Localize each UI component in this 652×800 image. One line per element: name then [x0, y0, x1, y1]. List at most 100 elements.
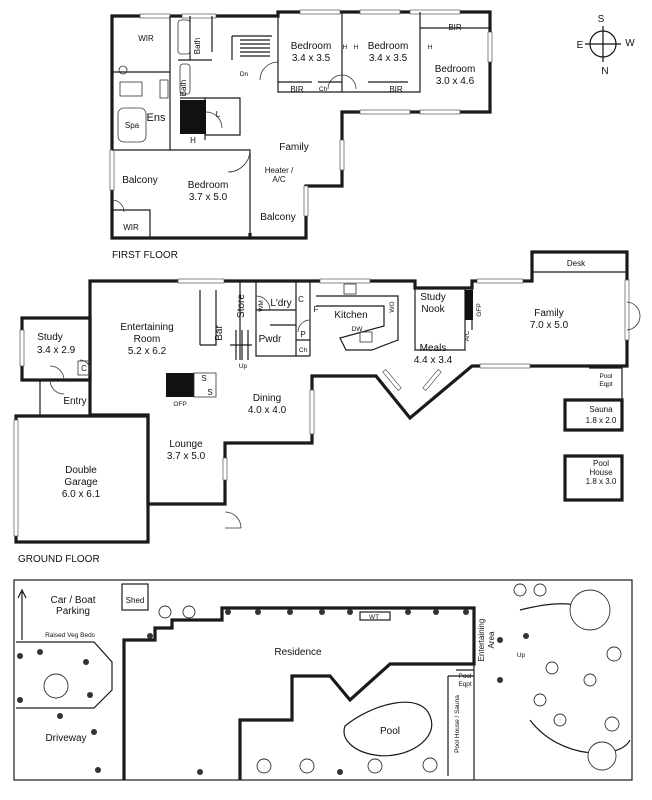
stair-label: Dn	[240, 71, 249, 78]
compass-west: W	[625, 38, 635, 49]
room-label: Lounge	[169, 439, 203, 450]
room-label: Nook	[421, 304, 445, 315]
room-label: L	[216, 110, 221, 119]
room-label: Heater /	[265, 166, 294, 175]
room-label: Bedroom	[188, 180, 229, 191]
room-label: H	[354, 44, 359, 51]
room-size: 5.2 x 6.2	[128, 346, 167, 357]
room-label: Ch	[319, 86, 328, 93]
stair-label: Up	[239, 363, 248, 370]
site-label: Pool	[458, 673, 472, 680]
room-size: 3.0 x 4.6	[436, 76, 475, 87]
room-label: Entertaining	[120, 322, 173, 333]
site-label: Residence	[274, 647, 322, 658]
room-label: Pwdr	[259, 334, 282, 345]
room-label: Pool	[599, 373, 613, 380]
room-label: Entry	[63, 396, 86, 407]
compass: S E W N	[577, 14, 636, 77]
room-label: S	[201, 374, 206, 383]
site-label: Raised Veg Beds	[45, 632, 96, 639]
room-label: C	[298, 295, 304, 304]
room-label: WM	[258, 300, 265, 312]
room-label: House	[589, 468, 613, 477]
room-label: DW	[352, 326, 364, 333]
ground-floor: Study 3.4 x 2.9 C Entry Entertaining Roo…	[13, 250, 641, 565]
room-label: BIR	[389, 85, 403, 94]
room-label: H	[428, 44, 433, 51]
room-label: A/C	[272, 175, 286, 184]
room-label: WO	[389, 301, 396, 312]
room-label: S	[207, 388, 212, 397]
room-label: BIR	[448, 23, 462, 32]
site-label: Parking	[56, 606, 90, 617]
room-label: L'dry	[270, 298, 291, 309]
room-label: C	[81, 364, 87, 373]
compass-east: E	[577, 40, 584, 51]
room-label: F	[314, 305, 319, 314]
room-size: 7.0 x 5.0	[530, 320, 569, 331]
room-label: Balcony	[260, 212, 296, 223]
room-label: S	[466, 289, 471, 298]
room-label: A/C	[464, 330, 471, 341]
room-label: Family	[279, 142, 308, 153]
site-label: Up	[517, 652, 526, 659]
floor-title: GROUND FLOOR	[18, 554, 100, 565]
room-label: Room	[134, 334, 161, 345]
room-label: Double	[65, 465, 97, 476]
site-label: Entertaining	[477, 619, 486, 662]
room-size: 3.4 x 2.9	[37, 345, 76, 356]
site-plan: Car / Boat Parking Shed Raised Veg Beds …	[13, 579, 633, 781]
room-label: Balcony	[122, 175, 158, 186]
room-label: Bar	[214, 325, 225, 341]
room-label: GFP	[476, 303, 483, 316]
floor-title: FIRST FLOOR	[112, 250, 178, 261]
room-label: P	[300, 330, 305, 339]
room-size: 1.8 x 2.0	[586, 416, 617, 425]
compass-south: S	[598, 14, 605, 25]
room-label: Sauna	[589, 405, 613, 414]
room-label: Family	[534, 308, 563, 319]
room-size: 3.4 x 3.5	[292, 53, 331, 64]
room-size: 6.0 x 6.1	[62, 489, 101, 500]
room-label: Bedroom	[368, 41, 409, 52]
site-label: Eqpt	[458, 681, 472, 688]
room-label: WIR	[123, 223, 139, 232]
room-label: Bath	[179, 80, 188, 96]
room-size: 4.4 x 3.4	[414, 355, 453, 366]
room-label: Kitchen	[334, 310, 367, 321]
room-label: Bath	[193, 38, 202, 54]
room-label: Eqpt	[599, 381, 613, 388]
room-label: OFP	[173, 401, 186, 408]
room-size: 3.4 x 3.5	[369, 53, 408, 64]
room-label: WIR	[138, 34, 154, 43]
room-label: Desk	[567, 259, 586, 268]
room-label: Study	[37, 332, 63, 343]
room-label: Study	[420, 292, 446, 303]
room-label: Ens	[147, 112, 166, 124]
room-label: Garage	[64, 477, 98, 488]
site-label: Car / Boat	[50, 595, 95, 606]
room-size: 4.0 x 4.0	[248, 405, 287, 416]
site-label: Pool	[380, 726, 400, 737]
room-label: BIR	[290, 85, 304, 94]
room-label: Meals	[420, 343, 447, 354]
site-label: Driveway	[45, 733, 86, 744]
room-size: 3.7 x 5.0	[167, 451, 206, 462]
compass-north: N	[601, 66, 608, 77]
room-label: Dining	[253, 393, 281, 404]
site-label: WT	[369, 614, 379, 621]
first-floor: WIR Bath Bath Spa Ens L H Dn Bedroom 3.4…	[109, 9, 493, 261]
site-label: Area	[487, 631, 496, 648]
room-label: Spa	[125, 121, 140, 130]
room-label: H	[190, 136, 196, 145]
room-size: 3.7 x 5.0	[189, 192, 228, 203]
site-label: Pool House / Sauna	[454, 695, 461, 753]
room-label: Bedroom	[435, 64, 476, 75]
room-label: Bedroom	[291, 41, 332, 52]
room-label: Pool	[593, 459, 609, 468]
room-label: H	[343, 44, 348, 51]
site-label: Shed	[126, 596, 145, 605]
room-label: Store	[236, 294, 247, 318]
room-label: Ch	[299, 347, 308, 354]
